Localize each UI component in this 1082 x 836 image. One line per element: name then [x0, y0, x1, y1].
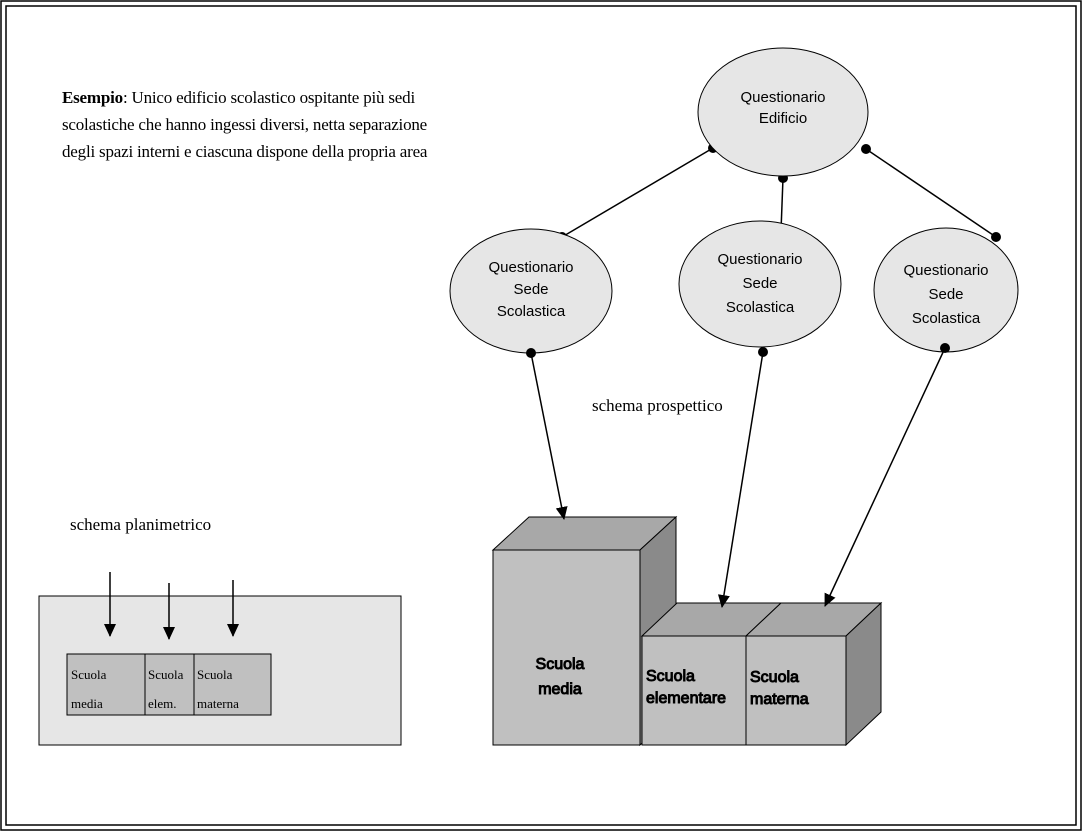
- label-schema-planimetrico: schema planimetrico: [70, 515, 211, 534]
- plan-materna-line: Scuola: [197, 667, 233, 682]
- plan-diagram: Scuola media Scuola elem. Scuola materna: [38, 572, 402, 746]
- arrow-sede-3-to-materna: [824, 347, 946, 607]
- arrow-origin-dot: [758, 347, 768, 357]
- node-sede-line: Questionario: [717, 251, 802, 268]
- block-media-line: media: [538, 681, 582, 698]
- plan-entry-arrows: [104, 572, 239, 640]
- plan-materna-line: materna: [197, 696, 239, 711]
- plan-elem-line: Scuola: [148, 667, 184, 682]
- block-elementare-line: Scuola: [646, 668, 695, 685]
- node-sede-1: Questionario Sede Scolastica: [449, 228, 613, 354]
- plan-elem-line: elem.: [148, 696, 177, 711]
- arrow-origin-dots: [526, 343, 950, 358]
- block-materna-line: Scuola: [750, 669, 799, 686]
- block-scuola-elementare: Scuola elementare: [640, 602, 783, 746]
- block-elementare-line: elementare: [646, 690, 726, 707]
- plan-media-line: media: [71, 696, 103, 711]
- intro-line: scolastiche che hanno ingessi diversi, n…: [62, 115, 428, 134]
- plan-cell-media: [66, 653, 146, 716]
- node-sede-line: Scolastica: [726, 299, 795, 316]
- node-sede-line: Scolastica: [497, 303, 566, 320]
- intro-paragraph: Esempio: Unico edificio scolastico ospit…: [62, 84, 562, 165]
- node-sede-line: Scolastica: [912, 310, 981, 327]
- arrow-origin-dot: [526, 348, 536, 358]
- arrow-origin-dot: [940, 343, 950, 353]
- connector-dot: [991, 232, 1001, 242]
- node-sede-3: Questionario Sede Scolastica: [873, 227, 1019, 353]
- block-materna-line: materna: [750, 691, 809, 708]
- node-edificio-line: Edificio: [759, 110, 807, 127]
- plan-media-line: Scuola: [71, 667, 107, 682]
- plan-cell-elem: [144, 653, 195, 716]
- node-sede-line: Sede: [513, 281, 548, 298]
- connector-dot: [861, 144, 871, 154]
- node-sede-line: Sede: [742, 275, 777, 292]
- connector-edificio-sede-3: [865, 148, 997, 238]
- node-sede-line: Sede: [928, 286, 963, 303]
- connector-edificio-sede-1: [561, 147, 714, 238]
- plan-cell-materna: [193, 653, 272, 716]
- intro-bold-label: Esempio: [62, 88, 123, 107]
- connector-edificio-sede-2: [780, 177, 784, 232]
- node-edificio-line: Questionario: [740, 89, 825, 106]
- tree-connectors: [561, 147, 997, 238]
- page-frame-inner: [5, 5, 1077, 826]
- label-schema-prospettico: schema prospettico: [592, 396, 723, 415]
- node-sede-2: Questionario Sede Scolastica: [678, 220, 842, 348]
- pointer-arrows: [530, 347, 946, 608]
- node-sede-line: Questionario: [903, 262, 988, 279]
- arrow-sede-1-to-media: [530, 352, 568, 520]
- node-sede-line: Questionario: [488, 259, 573, 276]
- intro-line: : Unico edificio scolastico ospitante pi…: [122, 88, 415, 107]
- arrow-sede-2-to-elementare: [717, 351, 764, 608]
- block-media-line: Scuola: [536, 656, 585, 673]
- block-scuola-materna: Scuola materna: [744, 601, 883, 747]
- intro-line: degli spazi interni e ciascuna dispone d…: [62, 142, 428, 161]
- node-edificio: Questionario Edificio: [697, 47, 869, 177]
